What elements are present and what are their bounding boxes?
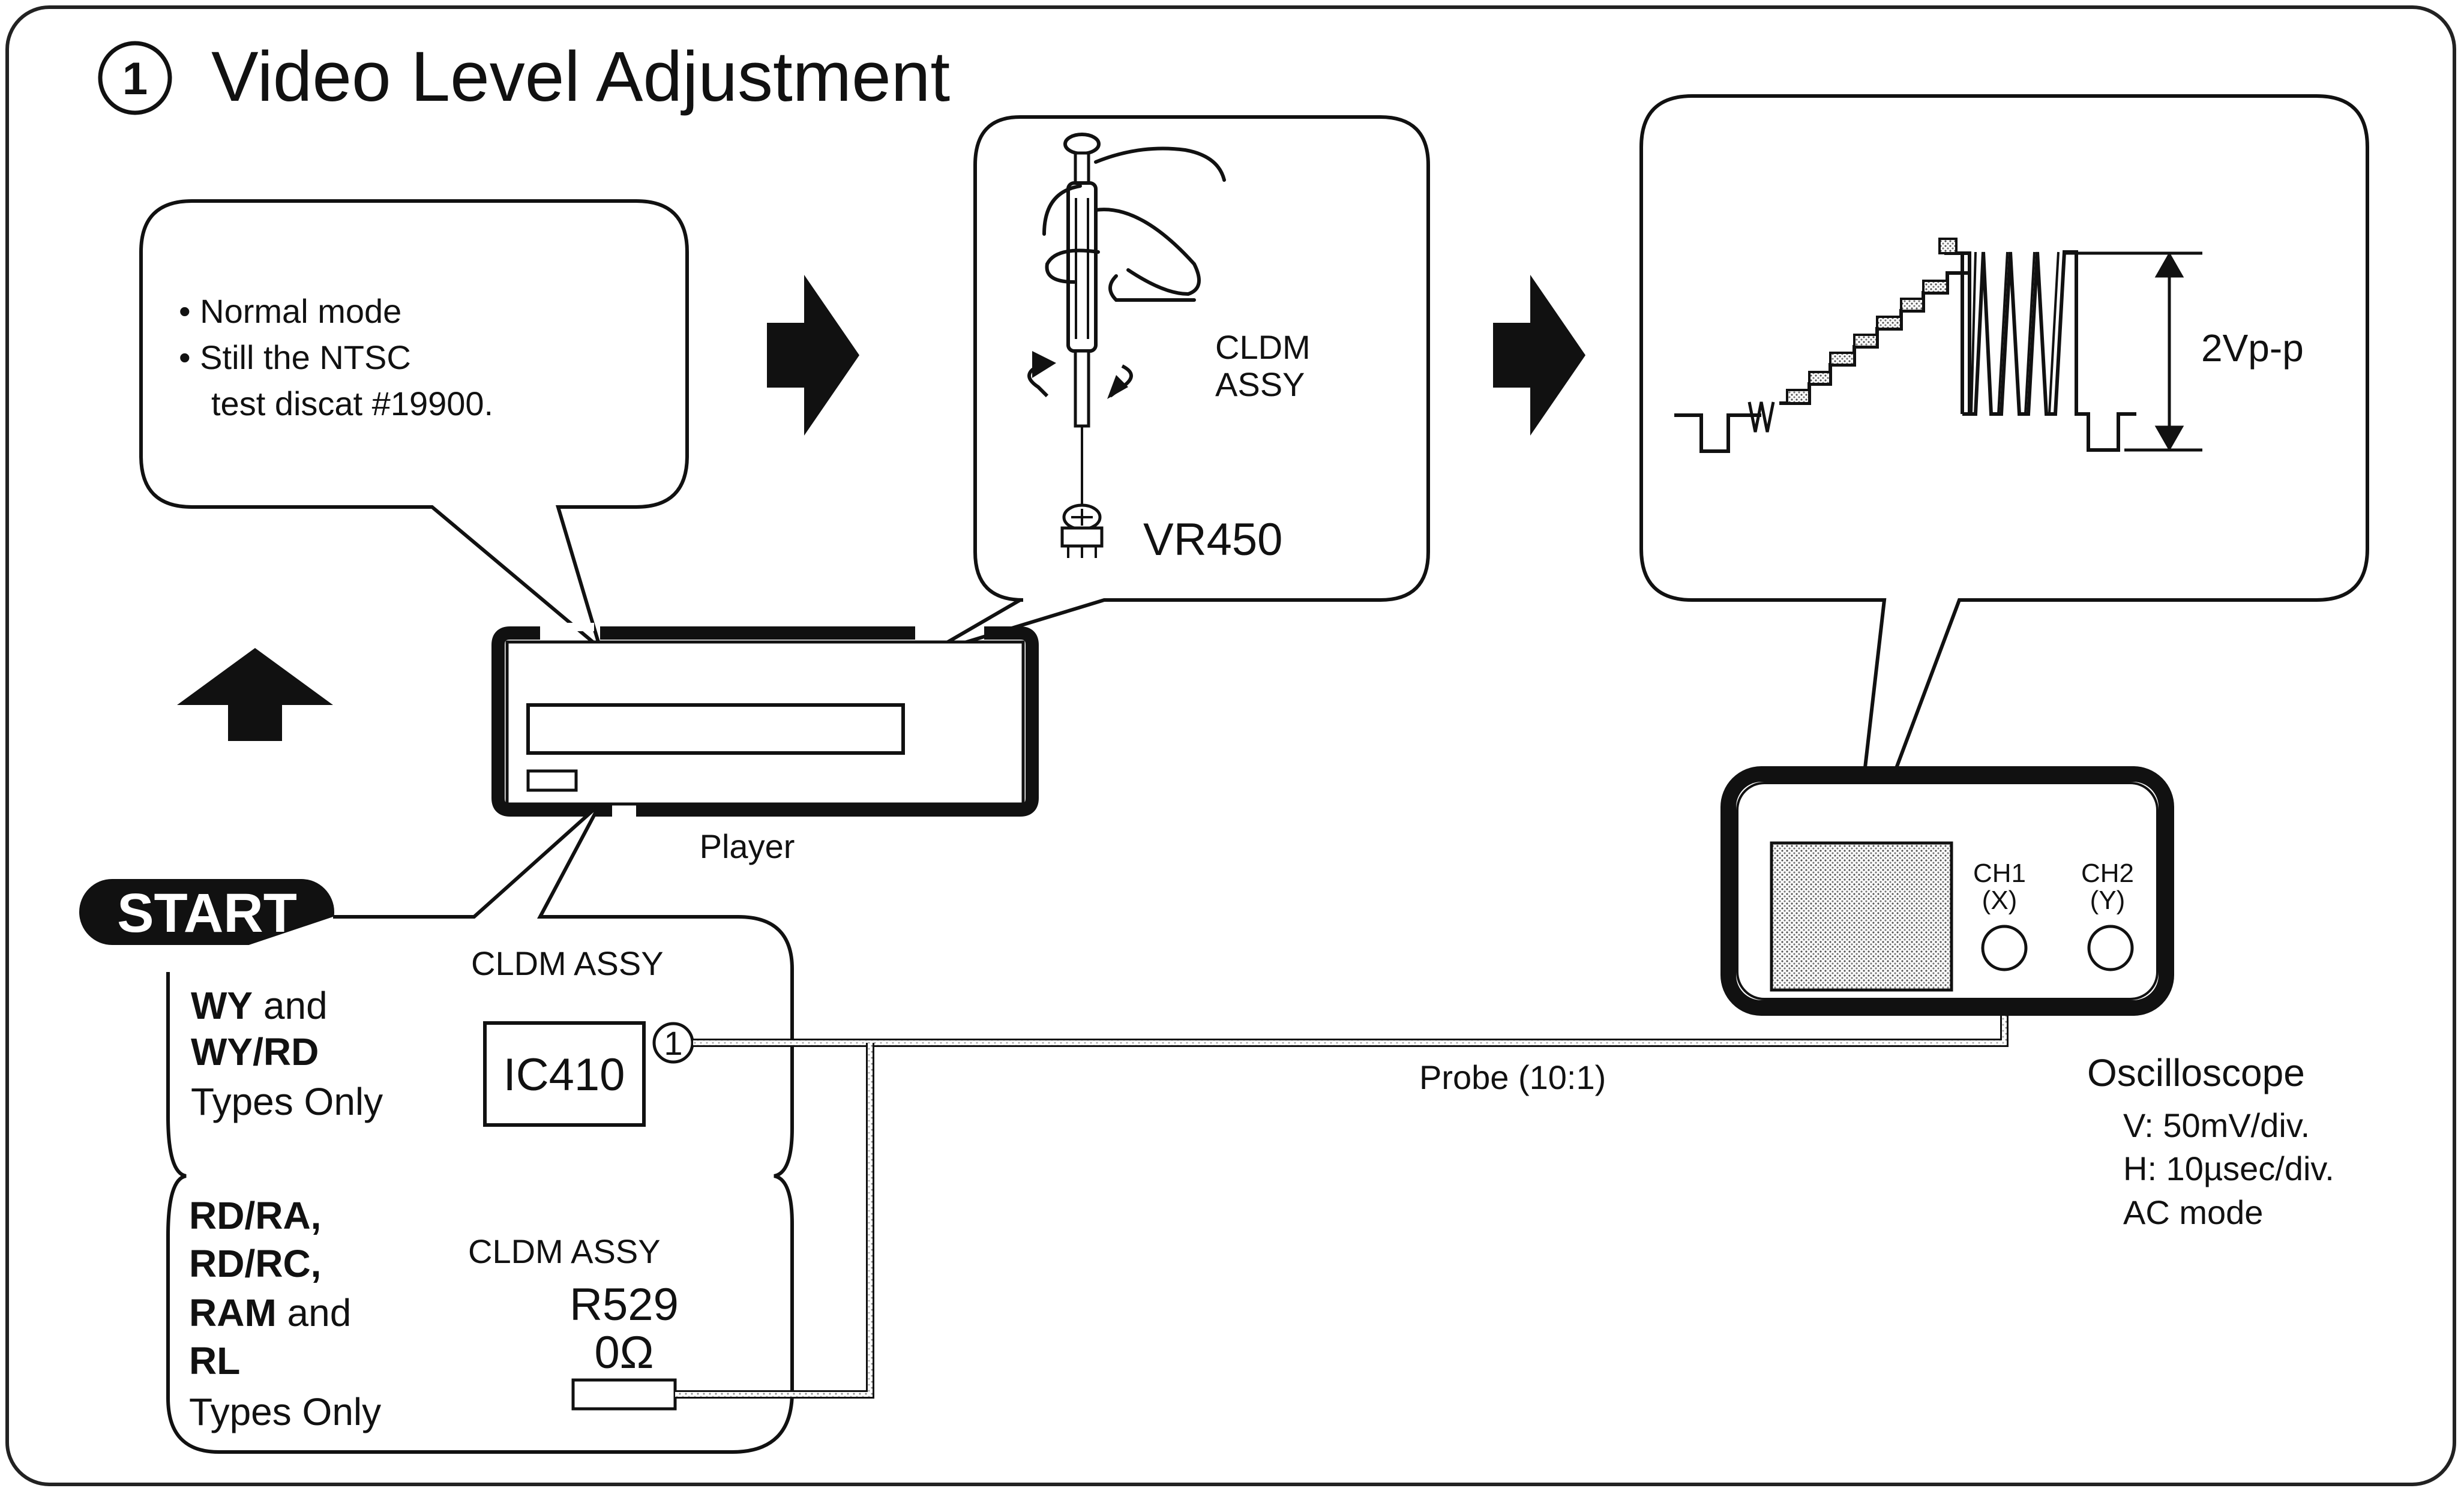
oscilloscope-device: CH1 (X) CH2 (Y) — [1720, 766, 2174, 1016]
wy-types-line-2: WY/RD — [191, 1030, 319, 1073]
oscilloscope-setting-mode: AC mode — [2123, 1193, 2263, 1231]
step-number: 1 — [122, 53, 148, 104]
start-label: START — [117, 883, 297, 944]
outer-frame — [5, 5, 2456, 1486]
oscilloscope-screen — [1770, 841, 1953, 992]
probe-cable — [675, 957, 2009, 1399]
r529-value: 0Ω — [594, 1327, 654, 1378]
player-label: Player — [700, 827, 795, 865]
amplitude-label: 2Vp-p — [2201, 326, 2304, 370]
power-button — [526, 769, 578, 792]
rd-types-line-2: RD/RC, — [189, 1242, 321, 1285]
flow-arrow-right-icon-2 — [1493, 275, 1585, 436]
mode-bubble: • Normal mode • Still the NTSC test disc… — [139, 199, 689, 653]
start-badge: START — [79, 879, 334, 945]
mode-line-1: • Normal mode — [179, 292, 401, 330]
rd-types-line-1: RD/RA, — [189, 1194, 321, 1237]
rd-types-line-3: RAM and — [189, 1291, 351, 1334]
ch1-label-line-2: (X) — [1982, 886, 2018, 915]
adjust-assy-line-2: ASSY — [1215, 365, 1305, 403]
ic410-chip — [483, 1021, 646, 1127]
player-device — [491, 623, 1039, 817]
disc-tray — [526, 703, 905, 755]
oscilloscope-setting-h: H: 10µsec/div. — [2123, 1150, 2334, 1187]
video-waveform — [1674, 238, 2136, 453]
waveform-bubble: 2Vp-p — [1639, 94, 2369, 889]
adjust-bubble: CLDM ASSY VR450 — [926, 115, 1430, 656]
r529-label: R529 — [569, 1279, 679, 1330]
ch2-connector — [2087, 925, 2134, 971]
mode-line-3: test discat #19900. — [211, 385, 493, 422]
ch2-label-line-2: (Y) — [2090, 886, 2126, 915]
title-block: 1 Video Level Adjustment — [98, 37, 950, 116]
adjust-assy-line-1: CLDM — [1215, 328, 1311, 366]
pin-1-marker — [652, 1022, 694, 1064]
page-title: Video Level Adjustment — [211, 37, 950, 116]
rd-panel: CLDM ASSY RD/RA, RD/RC, RAM and RL Types… — [189, 1194, 679, 1433]
step-number-circle — [98, 41, 172, 115]
wy-types-line-3: Types Only — [191, 1080, 383, 1123]
rd-assy-label: CLDM ASSY — [468, 1232, 661, 1270]
r529-resistor — [571, 1378, 677, 1411]
ic410-label: IC410 — [503, 1049, 625, 1100]
wy-types-line-1: WY and — [191, 984, 328, 1027]
vr-label: VR450 — [1143, 514, 1282, 565]
rd-types-line-4: RL — [189, 1339, 240, 1382]
ch1-label-line-1: CH1 — [1973, 859, 2026, 888]
screwdriver-icon — [1027, 133, 1226, 504]
wy-panel: CLDM ASSY WY and WY/RD Types Only IC410 … — [166, 802, 794, 1454]
amplitude-marker — [2064, 251, 2202, 452]
probe-label: Probe (10:1) — [1419, 1058, 1606, 1096]
mode-line-2: • Still the NTSC — [179, 338, 411, 376]
ch2-label-line-1: CH2 — [2081, 859, 2134, 888]
rd-types-line-5: Types Only — [189, 1390, 381, 1433]
flow-arrow-up-icon — [177, 648, 333, 741]
flow-arrow-right-icon — [767, 275, 859, 436]
potentiometer-icon — [1060, 503, 1104, 558]
pin-1-label: 1 — [664, 1024, 682, 1062]
oscilloscope-label: Oscilloscope — [2087, 1051, 2305, 1094]
wy-assy-label: CLDM ASSY — [471, 944, 664, 982]
ch1-connector — [1981, 925, 2028, 971]
oscilloscope-setting-v: V: 50mV/div. — [2123, 1106, 2310, 1144]
